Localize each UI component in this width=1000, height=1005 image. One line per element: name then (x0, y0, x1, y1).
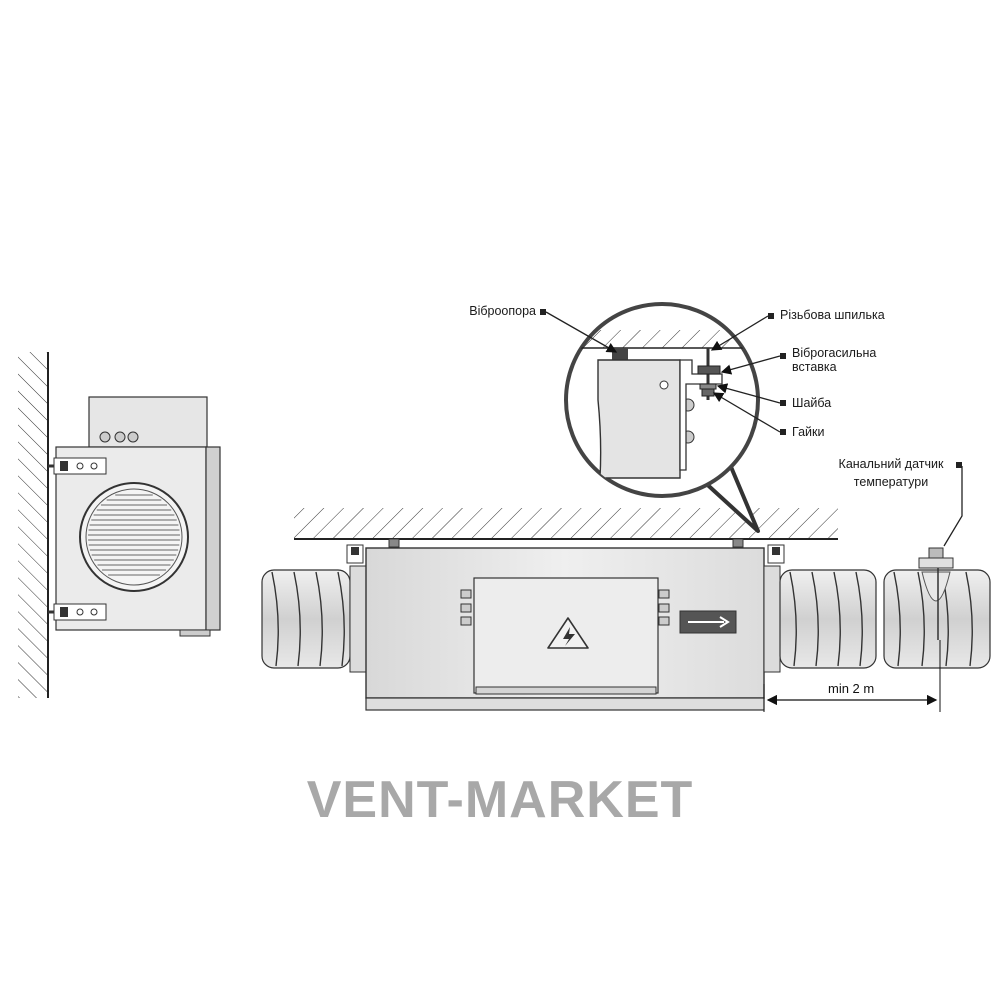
duct-spiral-rib (833, 571, 841, 667)
duct-spiral-rib (315, 571, 323, 667)
detail-unit-body (597, 359, 681, 479)
right-flexible-duct (779, 569, 877, 669)
leader-threaded-rod (710, 315, 769, 351)
label-duct-sensor-line1: Канальний датчик (838, 457, 944, 471)
cable-gland (99, 431, 111, 443)
leader-damping-insert (720, 355, 781, 375)
airflow-arrow-icon (679, 610, 737, 634)
wall-hatch (18, 352, 48, 698)
nuts (701, 388, 715, 397)
leader-nuts (712, 392, 781, 433)
sensor-duct-section (883, 569, 991, 669)
unit-foot (179, 629, 211, 637)
leader-vibration-mount (545, 311, 618, 353)
dimension-min-distance: min 2 m (828, 681, 875, 696)
duct-spiral-rib (855, 571, 863, 667)
unit-base-plate (365, 697, 765, 711)
grille-slats (88, 494, 180, 576)
sensor-leader-line (943, 466, 963, 547)
duct-spiral-rib (271, 571, 279, 667)
label-damping-insert-line2: вставка (792, 360, 837, 374)
unit-side-panel (205, 446, 221, 631)
damping-insert (697, 365, 721, 375)
bracket-hole (76, 608, 84, 616)
duct-temperature-sensor (918, 547, 954, 640)
bracket-hole (90, 608, 98, 616)
label-damping-insert: Віброгасильна вставка (792, 346, 876, 374)
label-threaded-rod: Різьбова шпилька (780, 308, 885, 322)
washer (699, 383, 717, 390)
label-washer: Шайба (792, 396, 832, 410)
duct-spiral-rib (893, 571, 901, 667)
cable-gland (127, 431, 139, 443)
cable-gland (114, 431, 126, 443)
vibration-pad (612, 348, 628, 360)
watermark-logo: VENT-MARKET (306, 771, 694, 829)
left-duct-flange (349, 565, 367, 673)
electric-hazard-icon (547, 617, 589, 649)
bracket-bolt (60, 461, 68, 471)
label-damping-insert-line1: Віброгасильна (792, 346, 877, 360)
ceiling-mount-view (261, 462, 991, 712)
bracket-hole (76, 462, 84, 470)
label-nuts: Гайки (792, 425, 825, 439)
duct-spiral-rib (789, 571, 797, 667)
label-vibration-mount: Віброопора (469, 304, 536, 318)
wall-mount-view (18, 352, 221, 698)
bracket-hole (90, 462, 98, 470)
duct-spiral-rib (965, 571, 973, 667)
label-duct-sensor: Канальний датчик температури (826, 457, 956, 489)
cable-glands-left (460, 589, 472, 626)
bracket-bolt (60, 607, 68, 617)
right-duct-flange (763, 565, 781, 673)
leader-washer (716, 383, 781, 404)
duct-spiral-rib (337, 571, 345, 667)
duct-spiral-rib (811, 571, 819, 667)
duct-spiral-rib (917, 571, 925, 667)
label-duct-sensor-line2: температури (853, 475, 929, 489)
duct-spiral-rib (293, 571, 301, 667)
left-flexible-duct (261, 569, 351, 669)
cable-glands-right (658, 589, 670, 626)
mounting-detail-callout (540, 302, 786, 533)
